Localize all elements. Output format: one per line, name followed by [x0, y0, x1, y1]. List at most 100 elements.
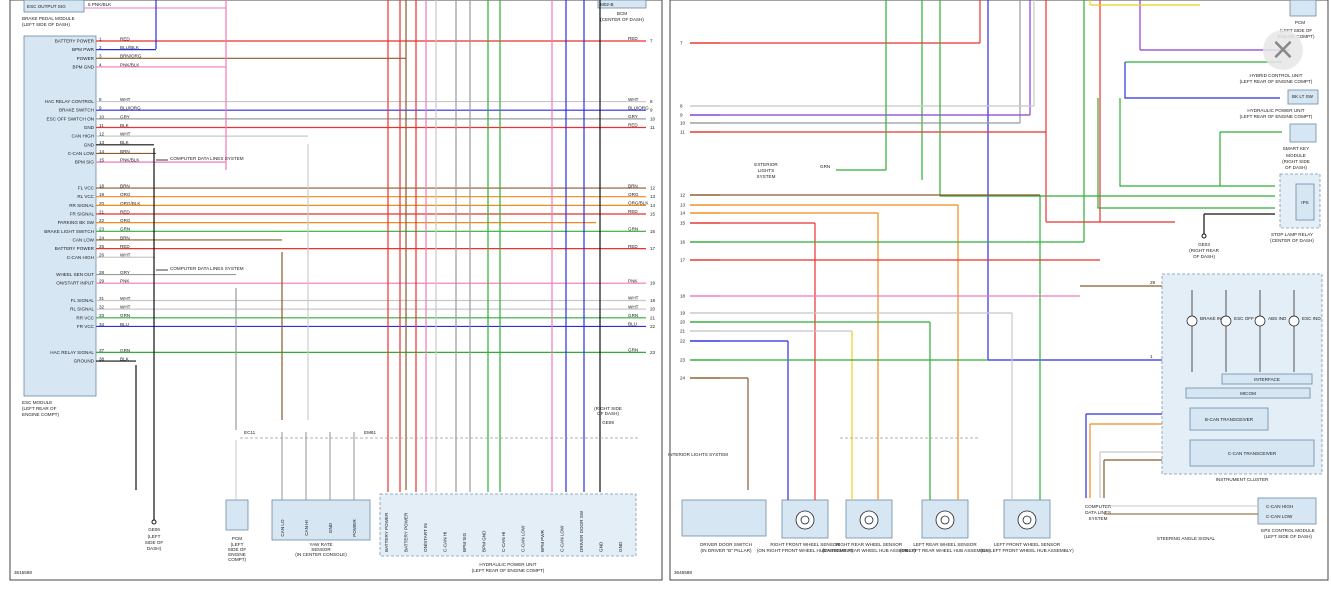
wire-number: 19 — [650, 281, 656, 286]
wire-number: 14 — [680, 211, 686, 216]
pin-number: 19 — [99, 192, 105, 197]
module-subtitle: COMPT) — [228, 557, 247, 562]
esc-pin-label: RR SIGNAL — [69, 203, 94, 208]
module-subtitle: (RIGHT SIDE — [1282, 159, 1310, 164]
wire-color-label: RED — [628, 209, 638, 214]
wire-color-label: GRY — [120, 114, 130, 119]
wire-color-label: BLU — [628, 322, 637, 327]
wire-color-label: BLK — [120, 140, 130, 145]
module-title: HYBRID CONTROL UNIT — [1250, 73, 1303, 78]
hpu-box-right — [1287, 89, 1319, 105]
indicator-label: ESC IND — [1302, 316, 1321, 321]
module-subtitle: OF DASH) — [597, 411, 619, 416]
wire-color-label: RED — [120, 209, 130, 214]
wire-color-label: WHT — [120, 253, 131, 258]
esc-pin-label: RR VCC — [76, 315, 94, 320]
close-icon: × — [1270, 32, 1296, 67]
module-subtitle: (ON LEFT REAR WHEEL HUB ASSEMBLY) — [900, 548, 991, 553]
pin-number: 10 — [99, 114, 105, 119]
module-title: RIGHT FRONT WHEEL SENSOR — [770, 542, 840, 547]
wire-number: 13 — [650, 194, 656, 199]
wire-color-label: PNK/BLK — [120, 158, 140, 163]
esc-pin-label: CAN HIGH — [72, 134, 94, 139]
pin-number: 33 — [99, 313, 105, 318]
yaw-sensor — [271, 499, 371, 541]
wire-number: 22 — [650, 324, 656, 329]
hpu-pin-label: C-CAN HI — [501, 532, 506, 552]
wire-color-label: BLK — [120, 356, 130, 361]
pin-number: 9 — [99, 106, 102, 111]
pcm-box — [225, 499, 249, 531]
esc-pin-label: ESC OFF SWITCH ON — [47, 116, 94, 121]
module-subtitle: (LEFT REAR OF ENGINE COMPT) — [472, 568, 545, 573]
door-switch — [681, 499, 767, 537]
wire-number: 21 — [650, 315, 656, 320]
yaw-pin-label: POWER — [352, 519, 357, 537]
pin-number: 34 — [99, 322, 105, 327]
module-subtitle: (CENTER OF DASH) — [600, 17, 644, 22]
connector-label: EM61 — [364, 430, 376, 435]
wheel-sensor-icon — [1017, 510, 1037, 530]
wire-number: 17 — [650, 246, 656, 251]
wire-number: 7 — [680, 41, 683, 46]
pin-number: 14 — [99, 149, 105, 154]
wire-color-label: GRN — [628, 313, 638, 318]
esc-pin-label: BATTERY POWER — [55, 39, 95, 44]
module-subtitle: (RIGHT REAR — [1189, 248, 1219, 253]
hpu-pin-label: BPM SIG — [462, 532, 467, 552]
module-title: STEERING ANGLE SIGNAL — [1157, 536, 1216, 541]
wire-color-label: BLU/ORG — [120, 106, 141, 111]
pin-number: 29 — [1150, 280, 1156, 285]
module-title: INTERIOR LIGHTS SYSTEM — [668, 452, 728, 457]
ground-point — [1201, 233, 1207, 239]
esc-pin-label: ON/START INPUT — [56, 281, 94, 286]
pin-number: 12 — [99, 132, 105, 137]
module-subtitle: (LEFT SIDE OF DASH) — [22, 22, 70, 27]
wire-color-label: BLK — [120, 123, 130, 128]
wire-number: 23 — [680, 358, 686, 363]
pin-number: 20 — [99, 201, 105, 206]
wire-number: 10 — [680, 121, 686, 126]
wire-color-label: BLU — [120, 322, 129, 327]
module-title: BCM — [617, 11, 627, 16]
wire-color-label: RED — [120, 244, 130, 249]
wire-number: 20 — [650, 307, 656, 312]
wire-number: 7 — [650, 39, 653, 44]
wire-color-label: BRN — [120, 149, 130, 154]
pin-number: 3 — [99, 54, 102, 59]
module-pin-label: ESC OUTPUT SIG — [27, 4, 66, 9]
wheel-sensor-icon — [800, 515, 810, 525]
hpu-pin-label: BATTERY POWER — [404, 512, 409, 552]
yaw-pin-label: GND — [328, 522, 333, 533]
wire-color-label: RED — [628, 244, 638, 249]
wire-color-label: GRY — [628, 114, 638, 119]
module-title: MODULE — [1286, 153, 1306, 158]
bcm-box — [597, 0, 647, 9]
close-button[interactable]: × — [1263, 30, 1303, 70]
module-subtitle: SENSOR — [311, 547, 331, 552]
module-subtitle: (LEFT REAR OF ENGINE COMPT) — [1240, 79, 1313, 84]
hpu-pin-label: BATTERY POWER — [384, 512, 389, 552]
indicator-lamp — [1254, 315, 1266, 327]
pin-number: 29 — [99, 279, 105, 284]
esc-pin-label: HAC RELAY CONTROL — [45, 99, 95, 104]
module-title: DATA LINES — [1085, 510, 1111, 515]
c-can-box — [1189, 439, 1315, 467]
ground-label: GE06 — [148, 527, 160, 532]
hpu-box — [379, 493, 637, 557]
module-subtitle: (LEFT — [231, 542, 244, 547]
module-title: PCM — [232, 536, 242, 541]
module-title: HYDRAULIC POWER UNIT — [479, 562, 536, 567]
can-label: C-CAN TRANSCEIVER — [1228, 451, 1277, 456]
wire-number: 18 — [650, 298, 656, 303]
module-title: YAW RATE — [309, 542, 332, 547]
wire-number: 8 — [650, 99, 653, 104]
esc-pin-label: BRAKE LIGHT SWITCH — [44, 229, 94, 234]
esc-pin-label: FL SIGNAL — [71, 298, 95, 303]
pin-number: 26 — [99, 253, 105, 258]
hpu-pin-label: C-CAN HI — [443, 532, 448, 552]
hpu-pin-label: DRIVER DOOR SW — [579, 510, 584, 552]
module-subtitle: ENGINE COMPT) — [22, 412, 59, 417]
